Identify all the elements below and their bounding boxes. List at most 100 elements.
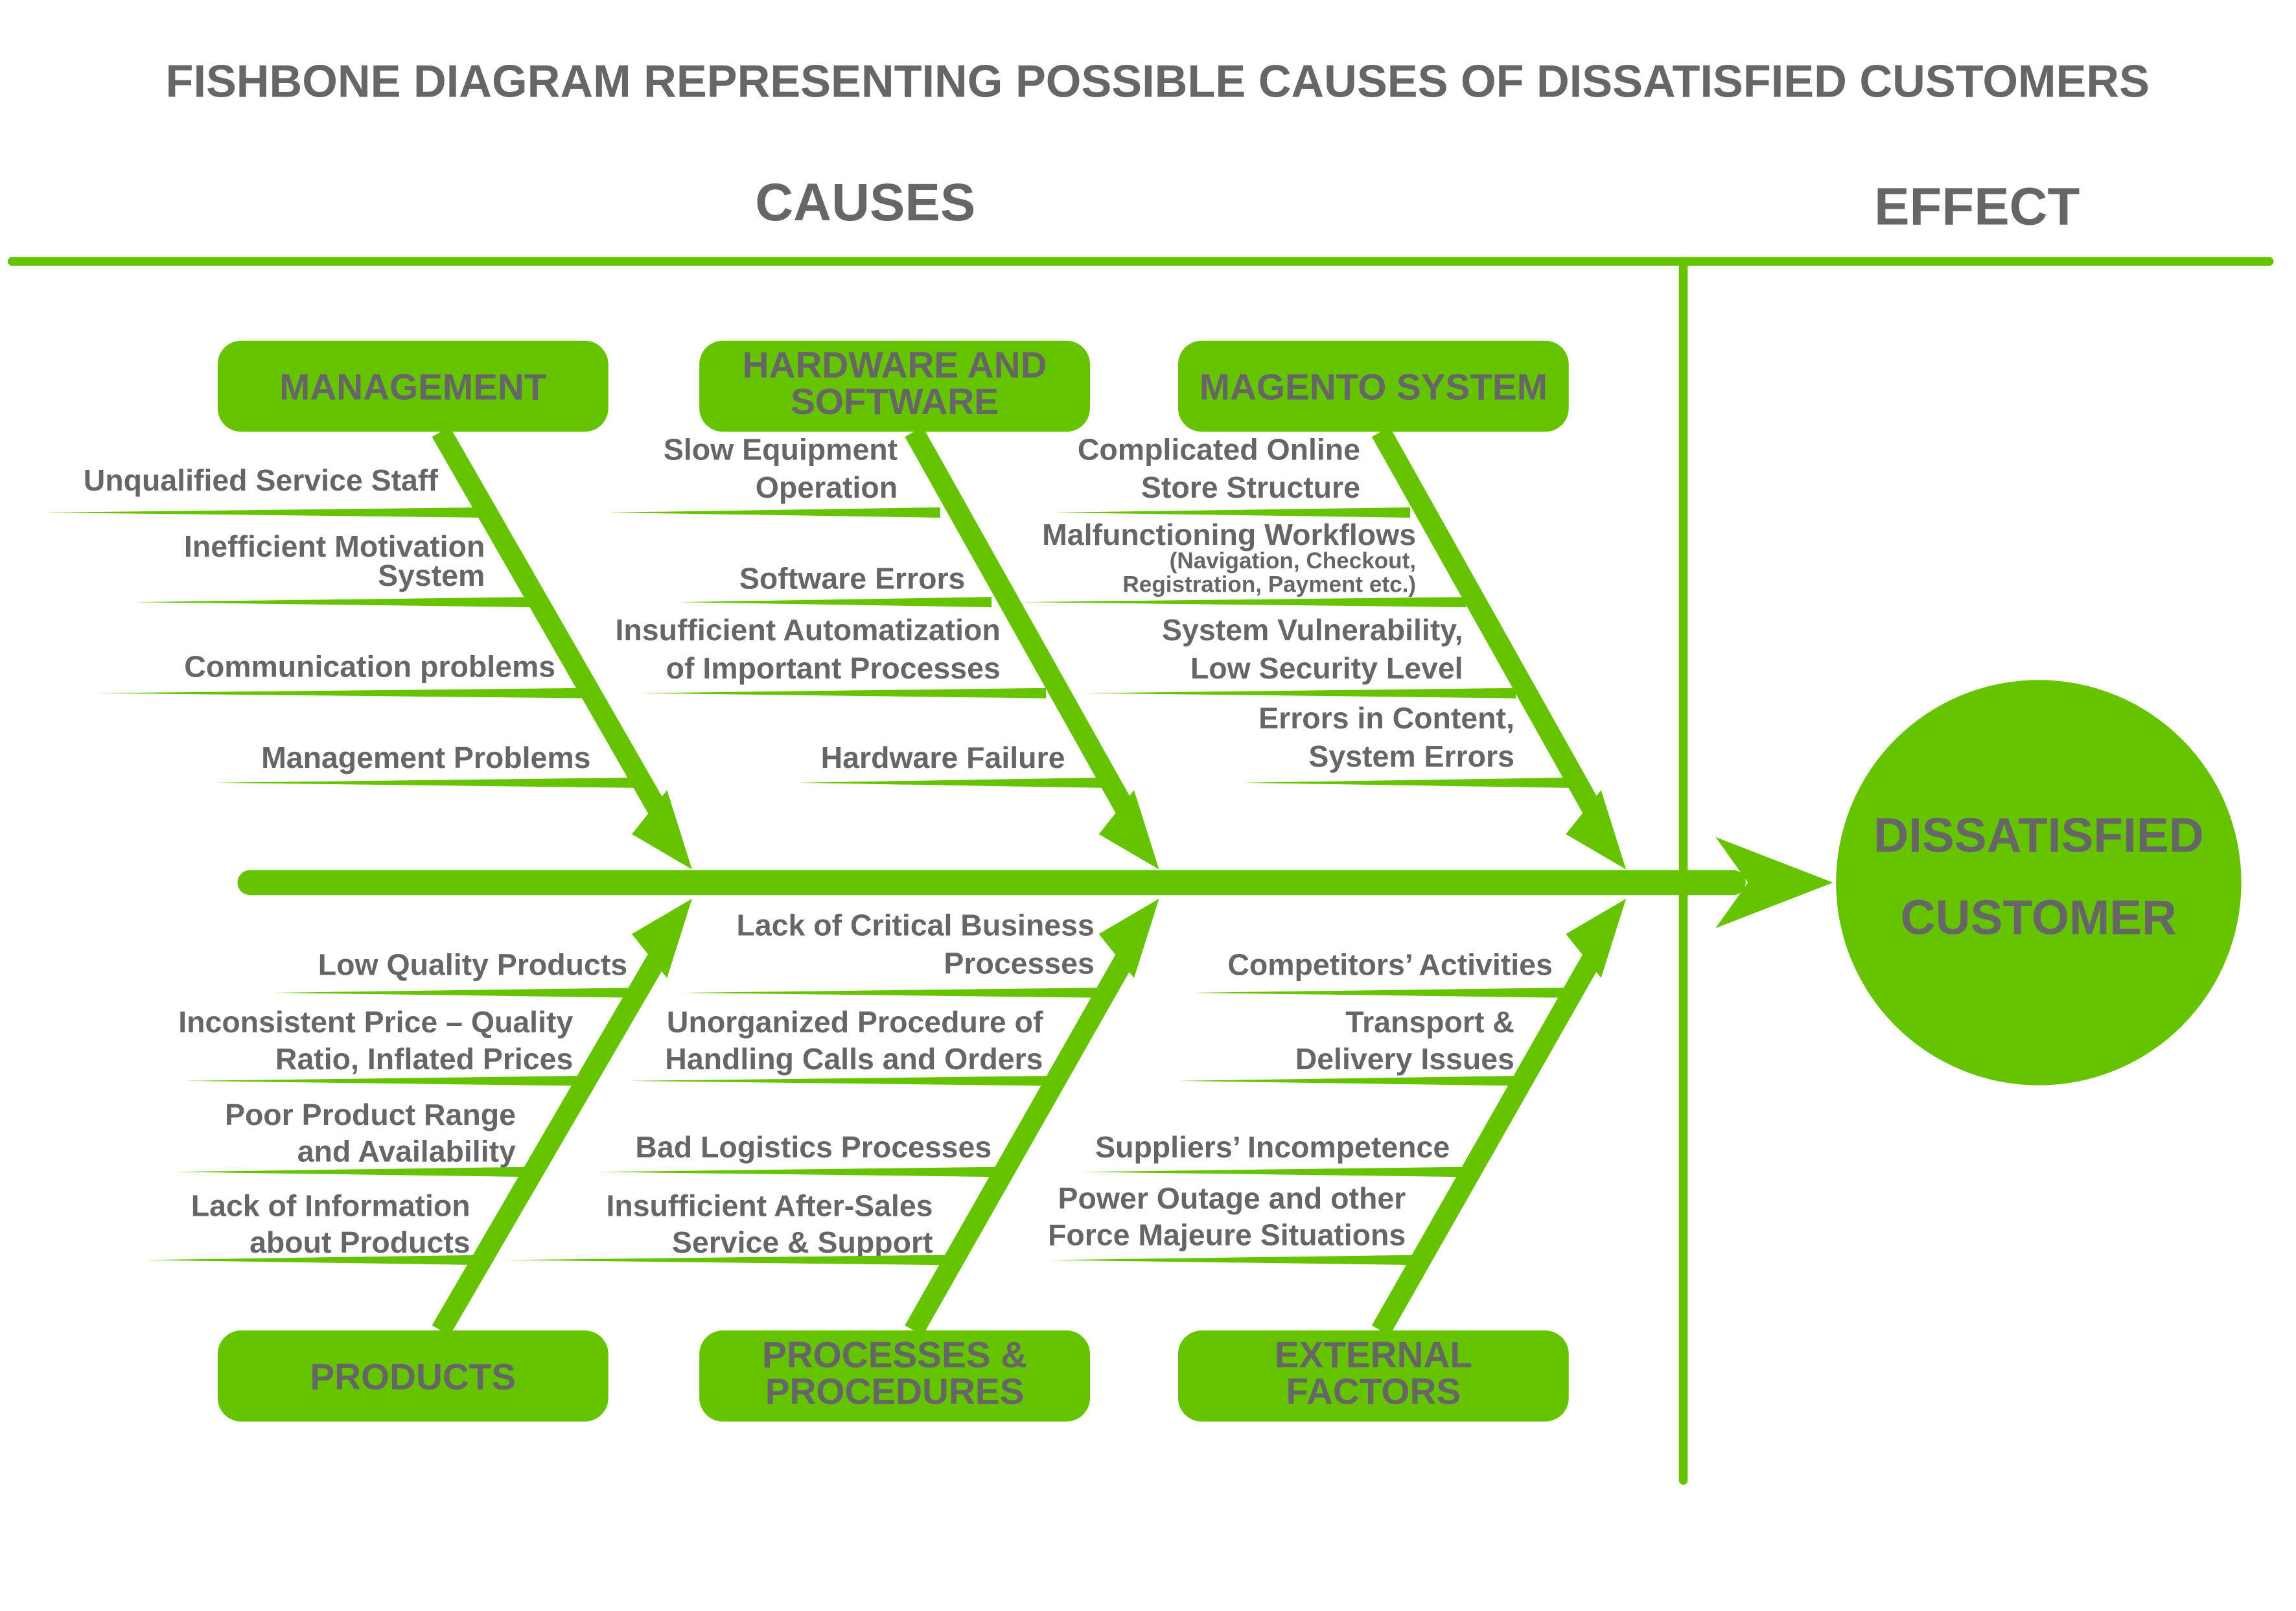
effect-label-line-2: CUSTOMER <box>1901 890 2177 944</box>
cause-label: Communication problems <box>184 650 555 684</box>
cause-label-line-2: Processes <box>944 946 1094 980</box>
cause-underline <box>1054 507 1411 518</box>
cause-item: Insufficient Automatization of Important … <box>616 613 1047 699</box>
cause-label: Bad Logistics Processes <box>635 1130 991 1164</box>
cause-label-line-1: Lack of Critical Business <box>736 909 1094 942</box>
cause-label-line-1: Errors in Content, <box>1258 701 1514 735</box>
cause-label: Unqualified Service Staff <box>84 463 439 497</box>
cause-underline <box>1019 597 1467 608</box>
category-label-external-factors-line-2: FACTORS <box>1286 1371 1461 1412</box>
cause-label-line-2: Delivery Issues <box>1295 1042 1514 1076</box>
bone-processes-procedures <box>905 949 1137 1336</box>
cause-label-line-1: Unorganized Procedure of <box>667 1005 1043 1039</box>
category-box-processes-procedures <box>699 1330 1090 1422</box>
cause-item: Management Problems <box>215 741 635 788</box>
spine-arrowhead <box>1715 837 1833 929</box>
cause-label-line-2: Store Structure <box>1141 470 1360 504</box>
cause-underline <box>681 988 1111 998</box>
cause-item: Poor Product Range and Availability <box>173 1098 538 1177</box>
cause-label-line-2: System Errors <box>1308 739 1514 773</box>
cause-label-line-2: Force Majeure Situations <box>1048 1218 1406 1252</box>
cause-label-line-1: Insufficient After-Sales <box>606 1188 933 1222</box>
cause-label: Malfunctioning Workflows <box>1042 518 1416 551</box>
category-box-external-factors <box>1177 1330 1569 1422</box>
cause-label-line-1: Inefficient Motivation <box>184 529 485 563</box>
cause-label-line-2: about Products <box>249 1225 470 1259</box>
cause-label-line-1: Inconsistent Price – Quality <box>178 1005 573 1039</box>
category-label-hardware-and-software-line-1: HARDWARE AND <box>743 345 1047 386</box>
cause-label-line-2: Low Security Level <box>1190 651 1463 685</box>
cause-item: Unqualified Service Staff <box>44 463 485 518</box>
bone-hardware-and-software <box>905 426 1137 818</box>
cause-item: Communication problems <box>94 650 588 699</box>
cause-underline <box>273 988 647 998</box>
cause-label: Competitors’ Activities <box>1227 948 1552 982</box>
effect-header: EFFECT <box>1874 178 2080 237</box>
category-box-hardware-and-software <box>699 340 1090 432</box>
bone-arrowhead-products <box>631 898 692 979</box>
cause-underline <box>1177 1075 1528 1086</box>
cause-label-line-1: Poor Product Range <box>225 1098 516 1131</box>
cause-item: Competitors’ Activities <box>1192 948 1569 998</box>
bone-external-factors <box>1371 949 1603 1336</box>
cause-item: Low Quality Products <box>273 948 647 998</box>
cause-label: Software Errors <box>739 562 965 596</box>
bone-arrowhead-hardware-and-software <box>1098 790 1159 870</box>
bone-arrowhead-management <box>631 790 692 870</box>
cause-label-line-2: Operation <box>756 470 898 504</box>
category-label-products: PRODUCTS <box>310 1357 516 1398</box>
cause-underline <box>638 688 1047 699</box>
cause-item: Bad Logistics Processes <box>596 1130 1008 1177</box>
cause-item: Hardware Failure <box>798 741 1102 788</box>
cause-underline <box>1192 988 1569 998</box>
cause-label-line-1: Power Outage and other <box>1058 1181 1406 1215</box>
cause-underline <box>1049 1255 1425 1266</box>
category-box-products <box>217 1330 609 1422</box>
cause-underline <box>185 1075 591 1086</box>
bone-products <box>432 949 669 1336</box>
cause-underline <box>1081 1166 1472 1177</box>
cause-label-line-1: Transport & <box>1345 1005 1514 1039</box>
bone-magento-system <box>1371 426 1604 818</box>
cause-underline <box>132 597 532 608</box>
cause-underline <box>1242 777 1569 788</box>
category-label-external-factors-line-1: EXTERNAL <box>1275 1335 1472 1376</box>
cause-underline <box>44 507 485 518</box>
cause-label-line-2: of Important Processes <box>666 651 1001 685</box>
cause-underline <box>173 1166 538 1177</box>
bone-arrowhead-processes-procedures <box>1098 898 1159 979</box>
category-label-processes-procedures-line-1: PROCESSES & <box>762 1335 1027 1376</box>
cause-label: Hardware Failure <box>821 741 1065 774</box>
cause-label-line-1: Lack of Information <box>191 1188 470 1222</box>
cause-underline <box>94 688 588 699</box>
cause-item: Suppliers’ Incompetence <box>1081 1130 1472 1177</box>
cause-label-line-2: System <box>378 559 485 592</box>
cause-label: Low Quality Products <box>318 948 627 982</box>
cause-item: System Vulnerability, Low Security Level <box>1084 613 1516 699</box>
cause-label-line-1: Insufficient Automatization <box>616 613 1001 647</box>
effect-label-line-1: DISSATISFIED <box>1873 807 2204 862</box>
cause-underline <box>505 1255 949 1266</box>
cause-label-line-2: Service & Support <box>672 1225 933 1259</box>
cause-underline <box>1084 688 1516 699</box>
cause-label-line-2: and Availability <box>297 1135 516 1168</box>
causes-header: CAUSES <box>755 173 975 232</box>
cause-underline <box>215 777 635 788</box>
category-label-hardware-and-software-line-2: SOFTWARE <box>791 382 999 423</box>
category-box-magento-system <box>1177 340 1569 432</box>
cause-item: Software Errors <box>678 562 992 608</box>
cause-label-line-1: Slow Equipment <box>664 432 898 466</box>
category-label-management: MANAGEMENT <box>279 367 546 408</box>
bone-arrowhead-magento-system <box>1566 790 1627 870</box>
diagram-title: FISHBONE DIAGRAM REPRESENTING POSSIBLE C… <box>166 56 2150 107</box>
cause-label-line-1: System Vulnerability, <box>1162 613 1463 647</box>
